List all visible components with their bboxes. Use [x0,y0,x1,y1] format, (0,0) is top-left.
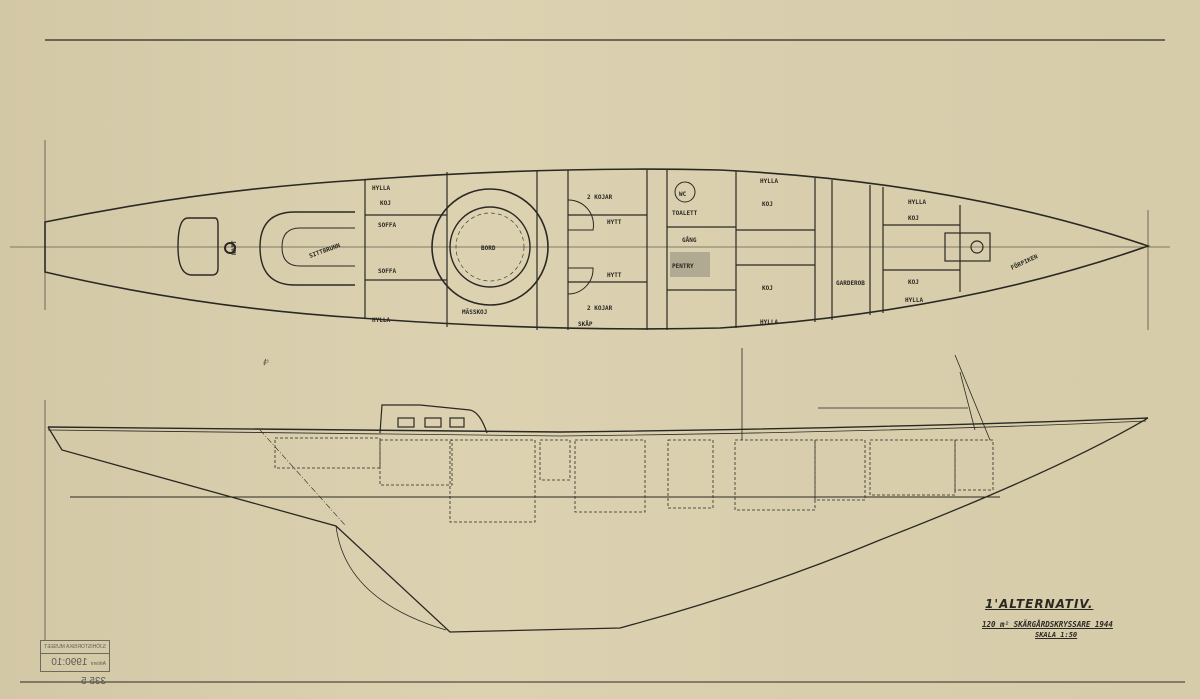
label-pentry: PENTRY [672,263,694,270]
stamp-archive-row: Arkivnr1990:10 335 5 [41,654,109,687]
label-hytt: HYTT [607,219,622,226]
label-koj-3: KOJ [762,285,773,292]
label-hylla-5: HYLLA [908,199,926,206]
label-koj-2: KOJ [762,201,773,208]
cockpit-well [281,227,355,267]
archive-stamp: SJÖHISTORISKA MUSEET Arkivnr1990:10 335 … [40,640,110,687]
profile-sheer-line [47,417,1149,433]
label-koj-4: KOJ [908,215,919,222]
label-hytt-2: HYTT [607,272,622,279]
label-masskoj: MÄSSKOJ [462,309,487,316]
label-hylla-3: HYLLA [760,178,778,185]
rigging-lines [741,348,991,441]
companion-stair-upper [567,199,594,231]
deckhouse [379,404,488,434]
drawing-scale: SKALA 1:50 [1035,631,1078,639]
saloon-table [449,206,531,288]
stamp-archive-label: Arkivnr [90,661,106,667]
label-toalett: TOALETT [672,210,698,217]
wc-bowl [674,181,696,203]
rudder-outline [335,525,447,631]
pantry-floor-hatch [670,252,710,277]
drawing-title: 1'ALTERNATIV. [985,597,1094,611]
deckhouse-windows [397,417,465,428]
companion-stair-lower [567,267,594,295]
label-soffa-2: SOFFA [378,268,396,275]
label-wc: WC [679,191,687,198]
interior-dashed-outlines [274,437,994,523]
bulkheads [364,170,991,330]
label-garderob: GARDEROB [836,280,865,287]
mast-step-aft [224,242,236,254]
profile-deck-line [47,420,1147,437]
room-labels: HYLLA KOJ SOFFA SOFFA HYLLA BORD MÄSSKOJ… [231,178,1039,328]
label-bord: BORD [481,245,496,252]
label-kojar: 2 KOJAR [587,194,613,201]
label-soffa: SOFFA [378,222,396,229]
rudder-stock-line [259,429,346,526]
label-koj: KOJ [380,200,391,207]
label-hylla-4: HYLLA [760,319,778,326]
label-koj-5: KOJ [908,279,919,286]
label-hylla: HYLLA [372,185,390,192]
hatch-aft [177,217,219,276]
drawing-subtitle: 120 m² SKÄRGÅRDSKRYSSARE 1944 [982,620,1113,629]
saloon-sofa-ring [431,188,549,306]
label-gang: GÅNG [682,237,697,244]
cockpit-outline [259,211,355,286]
label-hylla-2: HYLLA [372,317,390,324]
table-leaf [455,212,525,282]
label-forpiken: FÖRPIKEN [1010,253,1040,272]
label-skap: SKÅP [578,321,593,328]
label-kojar-2: 2 KOJAR [587,305,613,312]
label-sittbrunn: SITTBRUNN [308,242,341,260]
profile-hull-underbody [47,417,1149,633]
label-hylla-6: HYLLA [905,297,923,304]
deck-plan-hull-outline [44,168,1151,330]
stamp-museum: SJÖHISTORISKA MUSEET [41,641,109,654]
label-ratt: RATT [231,240,238,255]
anchor-windlass [970,240,984,254]
